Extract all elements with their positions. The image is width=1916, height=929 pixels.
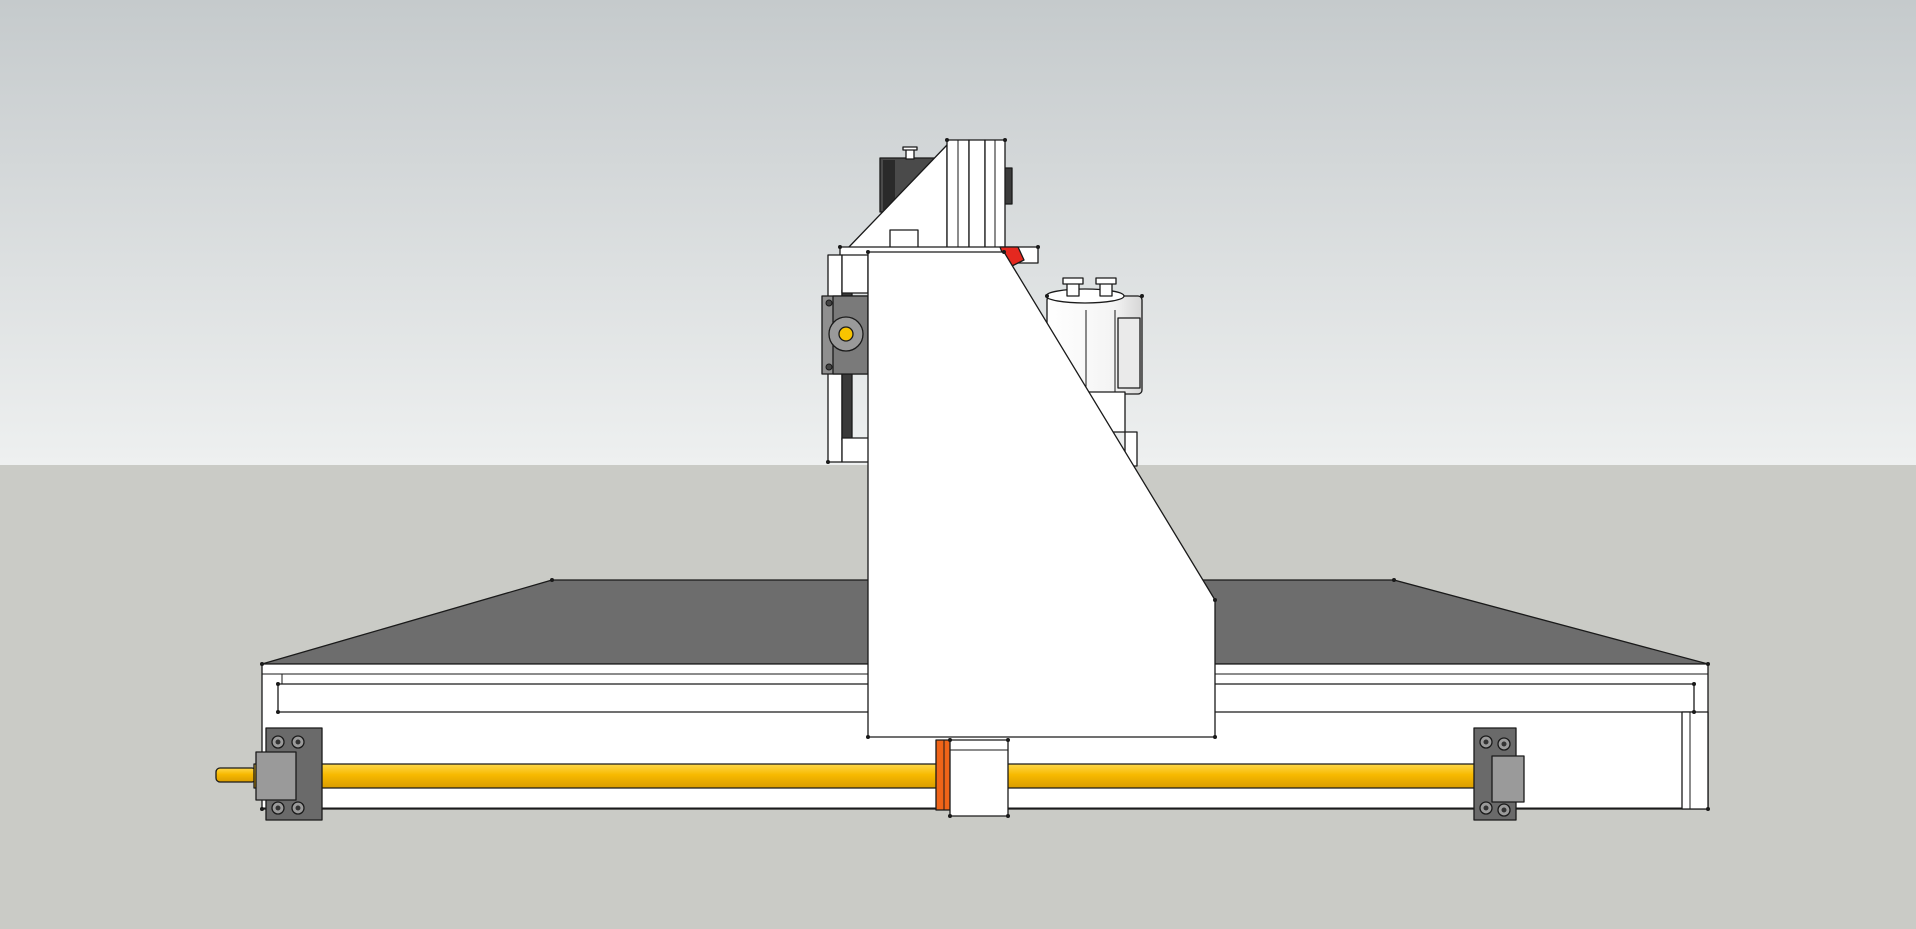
gantry-plate-shape: [867, 251, 1216, 738]
screw-rod-icon: [299, 763, 1499, 789]
gantry-foot-block: [949, 739, 1009, 817]
bearing-block-left: [255, 727, 323, 821]
vertex-markers: [260, 138, 1710, 818]
gear-icon: [838, 326, 854, 342]
x-axis-lead-screw: [215, 763, 1499, 789]
gantry-side-plate: [867, 251, 1216, 738]
screw-shaft-end-icon: [215, 767, 257, 783]
ball-nut: [935, 739, 1009, 817]
z-axis-bearing-block: [821, 295, 869, 375]
bearing-block-right: [1473, 727, 1525, 821]
z-axis-rail-mid: [968, 139, 986, 255]
